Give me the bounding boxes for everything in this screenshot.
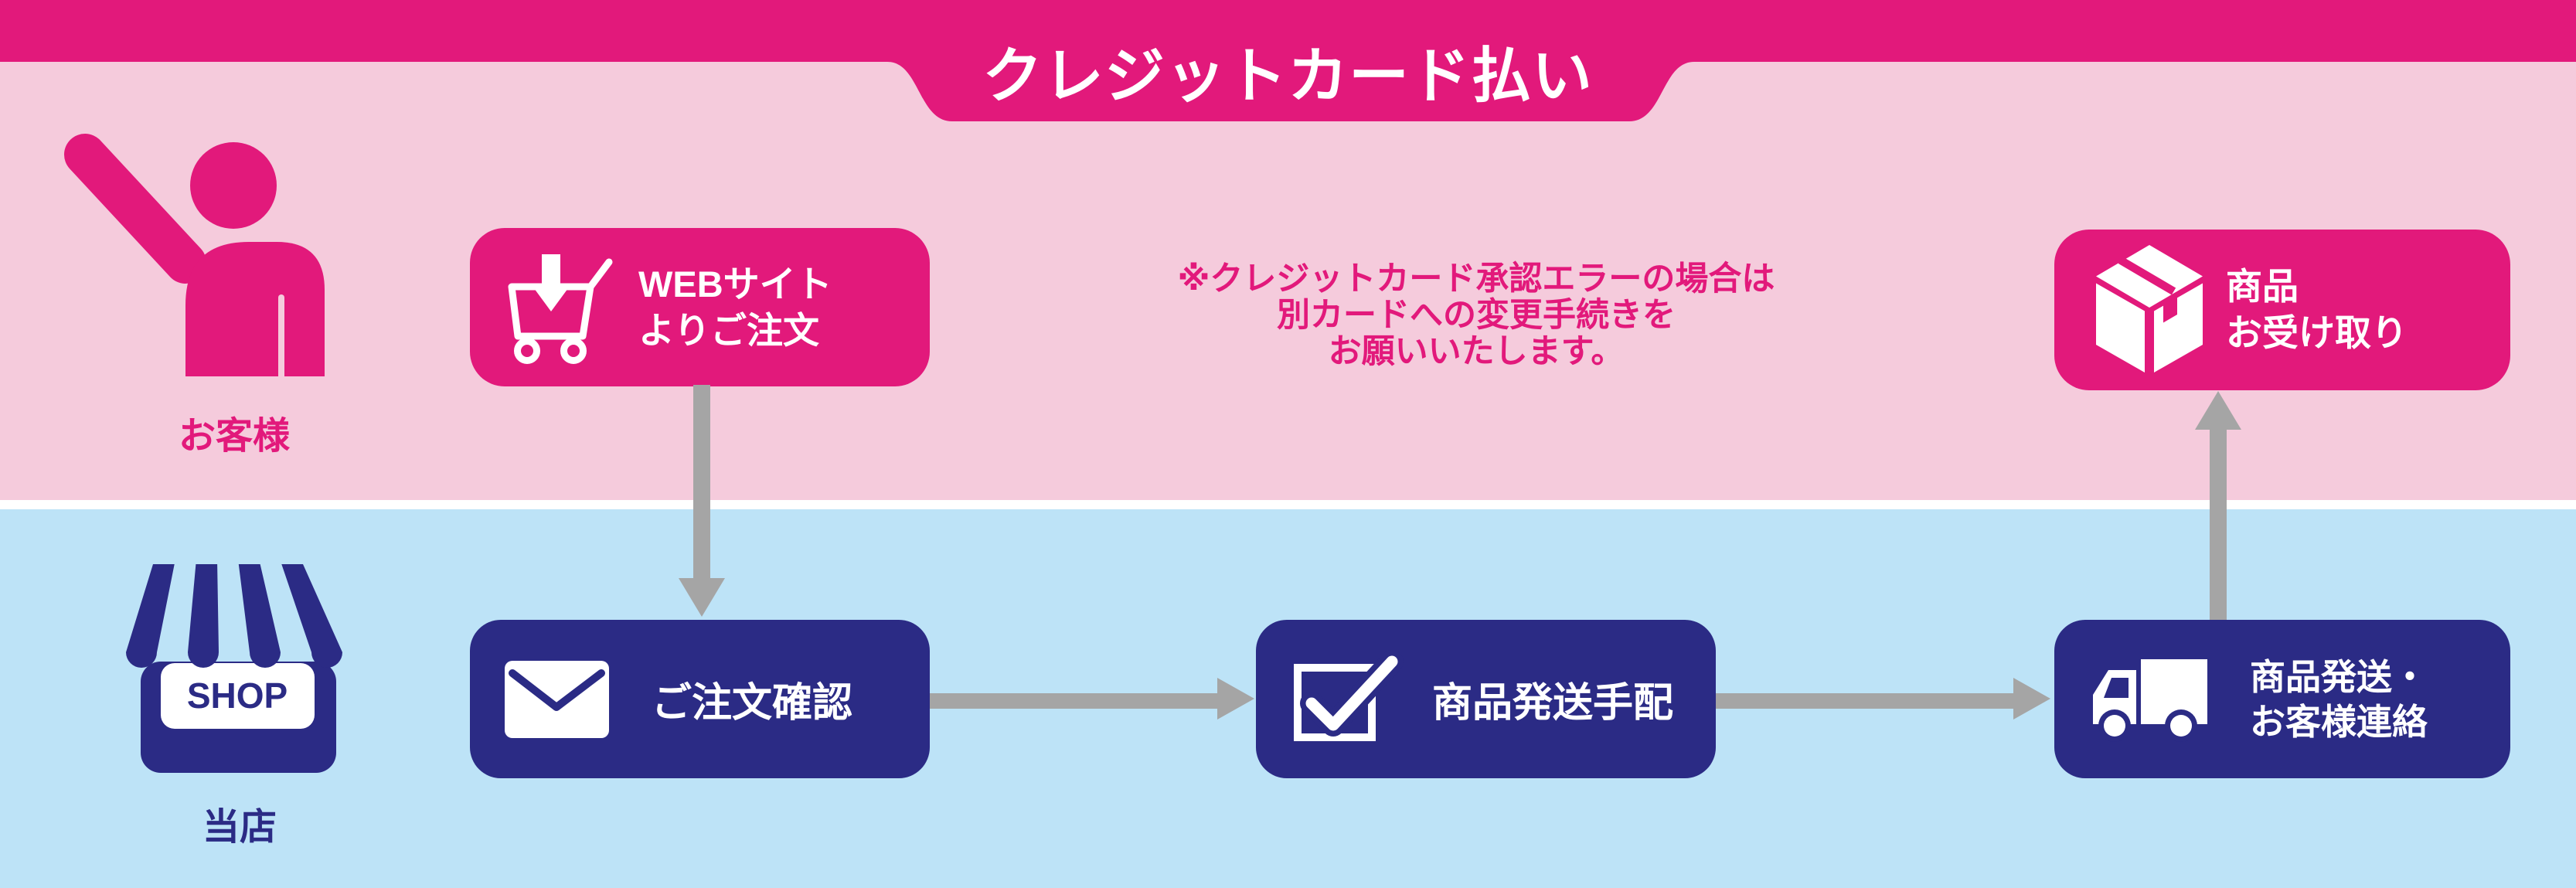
- arrow-right-icon-1: [1217, 678, 1254, 720]
- shop-sign-text: SHOP: [187, 675, 288, 716]
- arrow-down-icon: [679, 578, 725, 617]
- step-order-confirm: ご注文確認: [470, 620, 930, 778]
- header-banner-shape: [0, 0, 2576, 121]
- arrow-down-shaft: [693, 385, 710, 580]
- step-receive: 商品 お受け取り: [2054, 230, 2510, 390]
- step-web-order-label: WEBサイト よりご注文: [638, 263, 832, 351]
- step-ship-arrange: 商品発送手配: [1256, 620, 1716, 778]
- step-receive-label: 商品 お受け取り: [2226, 266, 2408, 353]
- arrow-up-shaft: [2210, 428, 2227, 620]
- step-ship-contact: 商品発送・ お客様連絡: [2054, 620, 2510, 778]
- shop-label: 当店: [202, 807, 277, 848]
- arrow-right-shaft-1: [930, 693, 1220, 709]
- lane-divider: [0, 500, 2576, 509]
- step-ship-arrange-label: 商品発送手配: [1432, 681, 1674, 726]
- shop-storefront-icon: SHOP: [126, 564, 342, 773]
- step-ship-contact-label: 商品発送・ お客様連絡: [2250, 656, 2428, 742]
- arrow-right-icon-2: [2013, 678, 2050, 720]
- delivery-truck-icon: [2093, 658, 2207, 742]
- mail-envelope-icon: [505, 660, 609, 738]
- arrow-up-icon: [2195, 391, 2241, 430]
- check-box-icon: [1294, 649, 1404, 741]
- page-title: クレジットカード払い: [982, 42, 1593, 110]
- customer-person-icon: [64, 134, 325, 379]
- credit-card-error-note: ※クレジットカード承認エラーの場合は 別カードへの変更手続きを お願いいたします…: [1177, 260, 1775, 370]
- step-order-confirm-label: ご注文確認: [652, 681, 853, 726]
- step-web-order: WEBサイト よりご注文: [470, 228, 930, 386]
- customer-label: お客様: [178, 416, 290, 457]
- package-box-icon: [2096, 245, 2203, 373]
- cart-order-icon: [508, 253, 613, 364]
- arrow-right-shaft-2: [1716, 693, 2013, 709]
